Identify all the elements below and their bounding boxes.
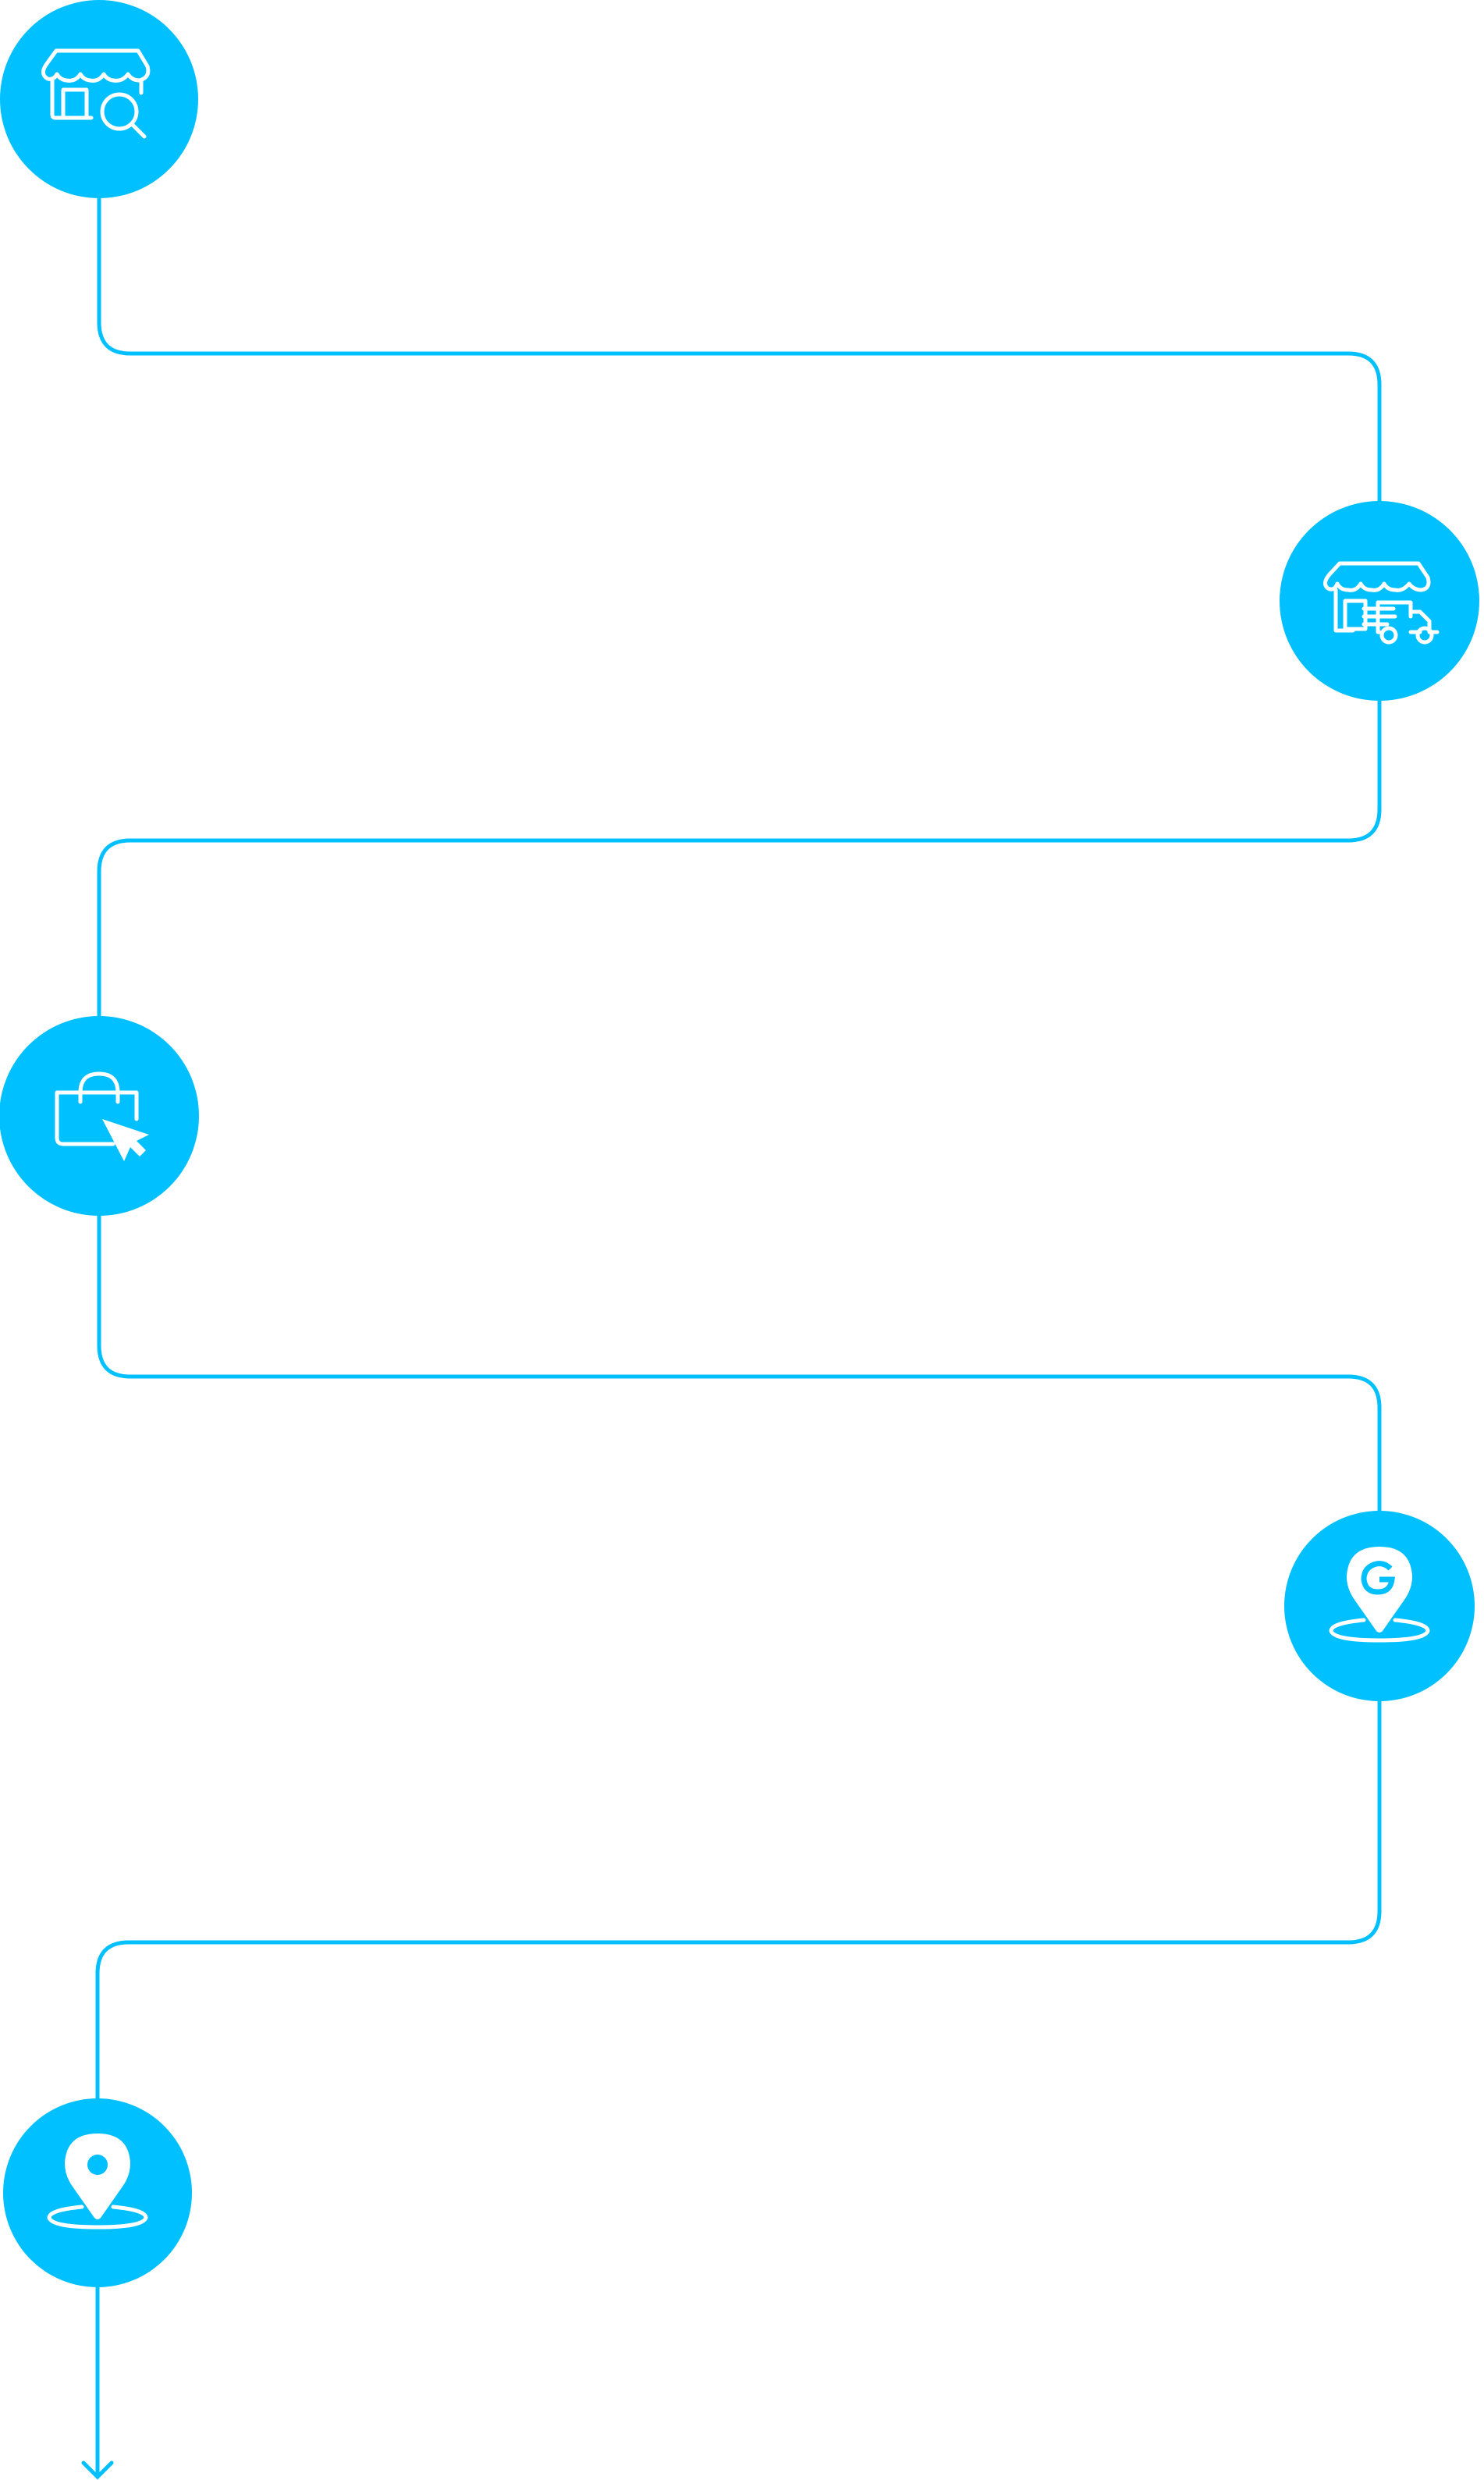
shopping-bag-cursor-icon [55,1071,149,1161]
store-search-icon [41,48,151,139]
google-location-pin-icon [1329,1547,1430,1643]
step-1-node [0,0,198,198]
location-pin-icon [47,2134,148,2230]
step-5-node [3,2098,192,2287]
step-3-node [0,1016,199,1216]
step-2-node [1280,501,1479,701]
step-4-node [1284,1511,1475,1701]
store-delivery-truck-icon [1323,561,1440,645]
arrow-down-icon [81,2460,114,2480]
connector-path [95,99,1382,2477]
